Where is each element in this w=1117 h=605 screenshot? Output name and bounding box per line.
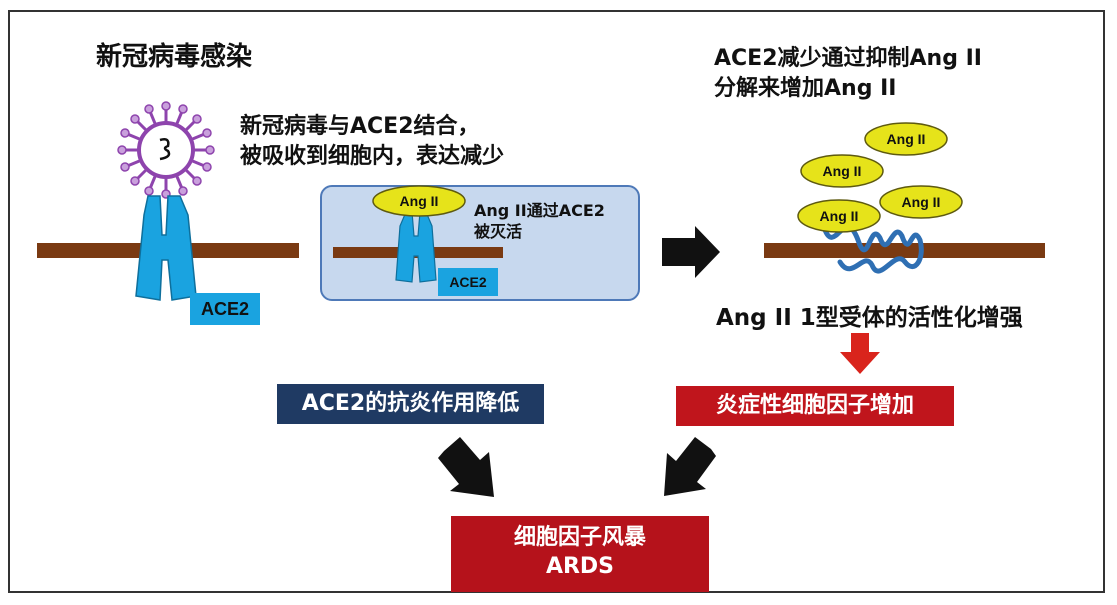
- arrow-down-icon: [840, 333, 880, 374]
- step3-text: ACE2减少通过抑制Ang II 分解来增加Ang II: [714, 44, 982, 104]
- ace2-receptor-icon: [135, 195, 197, 301]
- inactivation-text: Ang II通过ACE2 被灭活: [474, 200, 605, 242]
- arrow-diagonal-icon: [438, 437, 716, 497]
- angii-label-1: Ang II: [887, 131, 926, 147]
- inactivation-line2: 被灭活: [474, 222, 523, 241]
- ace2-label-small: ACE2: [438, 268, 498, 296]
- angii-ellipse-1: [864, 122, 948, 156]
- angii-label-2: Ang II: [823, 163, 862, 179]
- angii-label-4: Ang II: [820, 208, 859, 224]
- angii-ellipse-2: [800, 154, 884, 188]
- virus-icon: [117, 101, 215, 199]
- step3-line2: 分解来增加Ang II: [714, 76, 897, 101]
- receptor-activation-text: Ang II 1型受体的活性化增强: [716, 305, 1023, 331]
- ace2-receptor-small-icon: [395, 211, 437, 283]
- step1-text: 新冠病毒与ACE2结合， 被吸收到细胞内，表达减少: [240, 112, 504, 172]
- arrow-right-icon: [662, 226, 720, 278]
- step1-line2: 被吸收到细胞内，表达减少: [240, 144, 505, 169]
- inactivation-line1: Ang II通过ACE2: [474, 201, 605, 220]
- angii-label-3: Ang II: [902, 194, 941, 210]
- angii-ellipse-4: [797, 199, 881, 233]
- at1-receptor-icon: [822, 224, 924, 274]
- angii-ellipse-middle: [372, 185, 466, 217]
- page-title: 新冠病毒感染: [96, 42, 253, 72]
- ace2-label: ACE2: [190, 293, 260, 325]
- membrane-right: [764, 243, 1045, 258]
- cytokine-storm-label: 细胞因子风暴: [513, 525, 646, 550]
- ards-label: ARDS: [545, 554, 615, 579]
- angii-label-middle: Ang II: [400, 193, 439, 209]
- angii-ellipse-3: [879, 185, 963, 219]
- step1-line1: 新冠病毒与ACE2结合，: [240, 114, 480, 139]
- cytokine-storm-box: 细胞因子风暴 ARDS: [451, 516, 709, 592]
- step3-line1: ACE2减少通过抑制Ang II: [714, 46, 982, 71]
- cytokine-increase-box: 炎症性细胞因子增加: [676, 386, 954, 426]
- diagram-frame: [8, 10, 1105, 593]
- anti-inflammation-box: ACE2的抗炎作用降低: [277, 384, 544, 424]
